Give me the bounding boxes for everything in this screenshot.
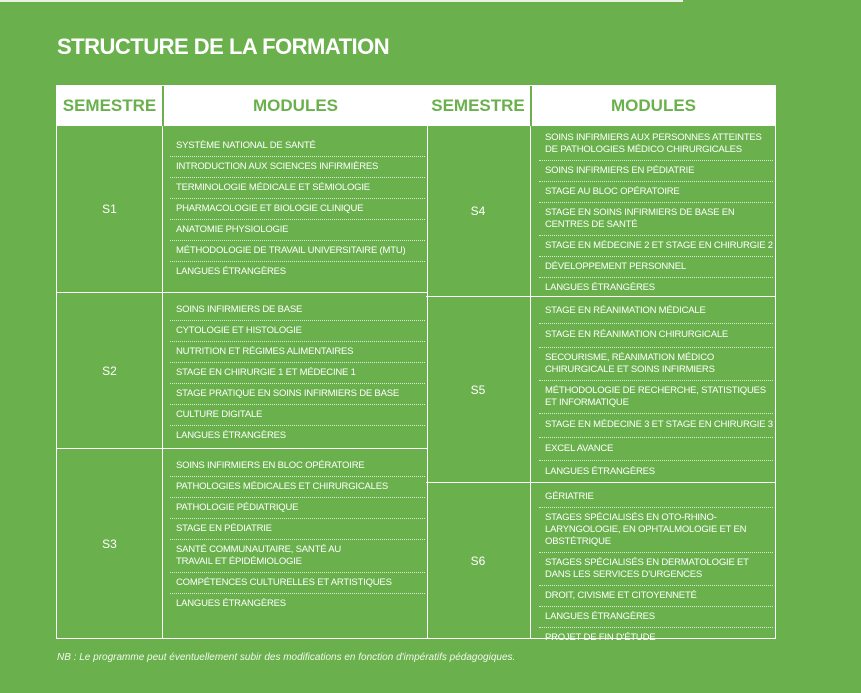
module-item: MÉTHODOLOGIE DE TRAVAIL UNIVERSITAIRE (M… [170,241,425,262]
module-item: SOINS INFIRMIERS EN PÉDIATRIE [539,161,773,182]
module-list: SOINS INFIRMIERS AUX PERSONNES ATTEINTES… [539,126,773,296]
module-item: CYTOLOGIE ET HISTOLOGIE [170,321,425,342]
semestre-header: SEMESTRE [57,86,164,126]
semester-label: S3 [57,449,163,639]
semestre-header: SEMESTRE [426,86,532,126]
module-list: STAGE EN RÉANIMATION MÉDICALE STAGE EN R… [539,297,773,483]
module-item: LANGUES ÉTRANGÈRES [539,607,773,628]
module-item: PATHOLOGIES MÉDICALES ET CHIRURGICALES [170,477,425,498]
module-item: LANGUES ÉTRANGÈRES [176,430,286,441]
module-item: DROIT, CIVISME ET CITOYENNETÉ [539,586,773,607]
left-table-header: SEMESTRE MODULES [57,86,427,126]
semester-label: S2 [57,293,163,449]
module-list: SOINS INFIRMIERS DE BASE CYTOLOGIE ET HI… [170,293,425,449]
module-list: SYSTÈME NATIONAL DE SANTÉ INTRODUCTION A… [170,126,425,292]
module-item: LANGUES ÉTRANGÈRES [545,282,655,293]
module-item: STAGE EN MÉDECINE 3 ET STAGE EN CHIRURGI… [539,414,773,438]
semester-block-s5: S5 STAGE EN RÉANIMATION MÉDICALE STAGE E… [426,296,775,483]
modules-header: MODULES [611,96,696,115]
module-item: STAGE EN PÉDIATRIE [170,519,425,540]
module-item: SOINS INFIRMIERS AUX PERSONNES ATTEINTES… [539,128,773,161]
module-item: GÉRIATRIE [539,487,773,508]
module-item: LANGUES ÉTRANGÈRES [545,466,655,477]
module-item: STAGE AU BLOC OPÉRATOIRE [539,182,773,203]
module-item: STAGE EN MÉDECINE 2 ET STAGE EN CHIRURGI… [539,236,773,257]
module-item: SECOURISME, RÉANIMATION MÉDICO CHIRURGIC… [539,348,773,381]
module-item: NUTRITION ET RÉGIMES ALIMENTAIRES [170,342,425,363]
module-item: SOINS INFIRMIERS EN BLOC OPÉRATOIRE [170,456,425,477]
module-item: STAGES SPÉCIALISÉS EN OTO-RHINO-LARYNGOL… [539,508,773,553]
semester-label: S6 [426,483,531,639]
semester-block-s3: S3 SOINS INFIRMIERS EN BLOC OPÉRATOIRE P… [57,448,427,639]
semester-label: S5 [426,297,531,483]
module-item: STAGE EN SOINS INFIRMIERS DE BASE EN CEN… [539,203,773,236]
module-item: STAGE PRATIQUE EN SOINS INFIRMIERS DE BA… [170,384,425,405]
semester-block-s1: S1 SYSTÈME NATIONAL DE SANTÉ INTRODUCTIO… [57,126,427,292]
module-list: SOINS INFIRMIERS EN BLOC OPÉRATOIRE PATH… [170,449,425,639]
top-rule [0,0,683,2]
module-item: SANTÉ COMMUNAUTAIRE, SANTÉ AU TRAVAIL ET… [170,540,425,573]
module-item: SYSTÈME NATIONAL DE SANTÉ [170,136,425,157]
module-item: LANGUES ÉTRANGÈRES [176,266,286,277]
modules-header: MODULES [253,96,338,115]
semester-block-s4: S4 SOINS INFIRMIERS AUX PERSONNES ATTEIN… [426,126,775,296]
semester-block-s2: S2 SOINS INFIRMIERS DE BASE CYTOLOGIE ET… [57,292,427,449]
module-item: COMPÉTENCES CULTURELLES ET ARTISTIQUES [170,573,425,594]
module-item: LANGUES ÉTRANGÈRES [176,598,286,609]
module-item: PHARMACOLOGIE ET BIOLOGIE CLINIQUE [170,199,425,220]
module-item: CULTURE DIGITALE [170,405,425,426]
module-item: EXCEL AVANCE [539,438,773,461]
footnote: NB : Le programme peut éventuellement su… [57,652,516,663]
module-item: DÉVELOPPEMENT PERSONNEL [539,257,773,278]
module-list: GÉRIATRIE STAGES SPÉCIALISÉS EN OTO-RHIN… [539,483,773,643]
left-table: SEMESTRE MODULES S1 SYSTÈME NATIONAL DE … [56,85,428,639]
module-item: TERMINOLOGIE MÉDICALE ET SÉMIOLOGIE [170,178,425,199]
module-item: PROJET DE FIN D'ÉTUDE [545,632,656,643]
right-table-header: SEMESTRE MODULES [426,86,775,126]
module-item: PATHOLOGIE PÉDIATRIQUE [170,498,425,519]
page-title: STRUCTURE DE LA FORMATION [57,34,390,59]
module-item: STAGE EN RÉANIMATION CHIRURGICALE [539,324,773,348]
semester-block-s6: S6 GÉRIATRIE STAGES SPÉCIALISÉS EN OTO-R… [426,482,775,643]
module-item: INTRODUCTION AUX SCIENCES INFIRMIÈRES [170,157,425,178]
module-item: MÉTHODOLOGIE DE RECHERCHE, STATISTIQUES … [539,381,773,414]
semester-label: S1 [57,126,163,292]
semester-label: S4 [426,126,531,296]
module-item: STAGE EN RÉANIMATION MÉDICALE [539,300,773,324]
right-table: SEMESTRE MODULES S4 SOINS INFIRMIERS AUX… [426,85,776,643]
module-item: STAGES SPÉCIALISÉS EN DERMATOLOGIE ET DA… [539,553,773,586]
module-item: SOINS INFIRMIERS DE BASE [170,300,425,321]
module-item: ANATOMIE PHYSIOLOGIE [170,220,425,241]
module-item: STAGE EN CHIRURGIE 1 ET MÉDECINE 1 [170,363,425,384]
